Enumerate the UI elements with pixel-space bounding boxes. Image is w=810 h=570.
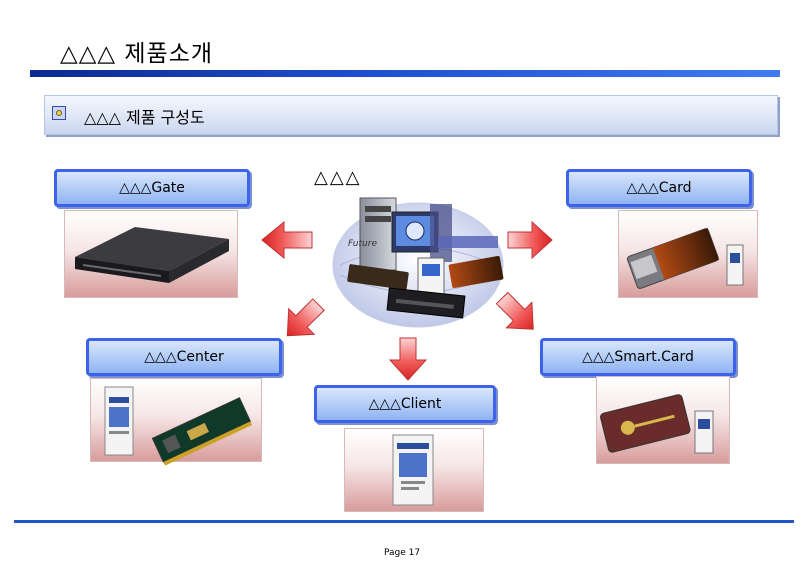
- page-number: Page 17: [384, 548, 421, 558]
- footer-rule: [14, 520, 794, 523]
- section-header-bar: [44, 95, 778, 135]
- section-title: △△△ 제품 구성도: [84, 108, 205, 127]
- title-underline: [30, 70, 780, 77]
- card-illustration: [626, 227, 744, 289]
- product-image-center: [90, 378, 262, 466]
- gate-appliance-illustration: [75, 227, 229, 283]
- arrow-to-smartcard: [495, 291, 534, 330]
- product-label-center: △△△Center: [86, 338, 282, 376]
- smartcard-illustration: [600, 394, 714, 454]
- center-system-label: △△△: [314, 167, 362, 188]
- product-image-card: [618, 210, 758, 298]
- product-label-smartcard: △△△Smart.Card: [540, 338, 736, 376]
- client-software-illustration: [392, 434, 434, 506]
- product-image-gate: [64, 210, 238, 298]
- product-image-smartcard: [596, 376, 730, 464]
- product-image-client: [344, 428, 484, 512]
- center-software-illustration: [104, 386, 253, 466]
- center-banner-text: Future: [348, 239, 377, 249]
- center-system-illustration: Future: [332, 197, 504, 328]
- arrow-to-client: [388, 337, 428, 381]
- product-label-client: △△△Client: [314, 385, 496, 423]
- page-title: △△△ 제품소개: [60, 41, 214, 67]
- arrow-to-center: [286, 298, 325, 337]
- arrow-to-gate: [261, 220, 313, 260]
- arrow-to-card: [507, 220, 553, 260]
- bullet-icon: [52, 106, 66, 120]
- product-label-card: △△△Card: [566, 169, 752, 207]
- center-system-image: Future: [318, 180, 518, 335]
- product-label-gate: △△△Gate: [54, 169, 250, 207]
